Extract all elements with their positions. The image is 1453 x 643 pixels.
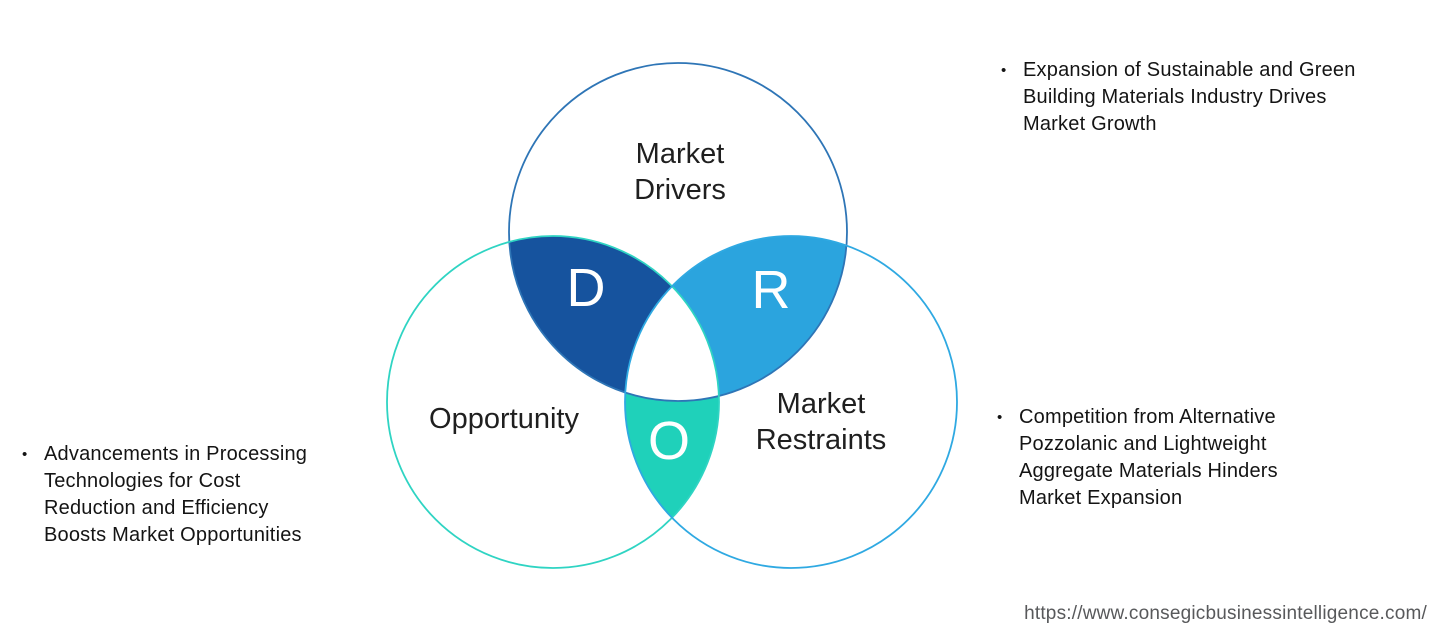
- drivers-opportunity-overlap: [509, 236, 719, 401]
- restraints-overlap-letter: R: [752, 260, 791, 320]
- drivers-circle-label: Market Drivers: [634, 138, 726, 206]
- bullet-dot-icon: •: [22, 446, 28, 463]
- drivers-bullet-item: • Expansion of Sustainable and Green Bui…: [999, 57, 1449, 138]
- drivers-circle-outline: [508, 62, 848, 402]
- opportunity-bullet-item: • Advancements in Processing Technologie…: [20, 441, 410, 549]
- restraints-bullet-item: • Competition from Alternative Pozzolani…: [995, 404, 1415, 512]
- drivers-overlap-letter: D: [567, 258, 606, 318]
- bullet-dot-icon: •: [1001, 62, 1007, 79]
- opportunity-bullet-text: Advancements in Processing Technologies …: [44, 443, 308, 546]
- restraints-circle-label: Market Restraints: [755, 388, 887, 456]
- opportunity-circle-outline: [386, 235, 720, 569]
- restraints-bullet-text: Competition from Alternative Pozzolanic …: [1019, 406, 1278, 509]
- opportunity-circle-label: Opportunity: [429, 403, 579, 435]
- venn-diagram: D R O: [386, 62, 958, 569]
- drivers-restraints-overlap: [625, 236, 847, 401]
- source-url: https://www.consegicbusinessintelligence…: [1024, 603, 1427, 624]
- bullet-dot-icon: •: [997, 409, 1003, 426]
- opportunity-overlap-letter: O: [648, 411, 690, 471]
- restraints-circle-outline: [624, 235, 958, 569]
- drivers-bullet-text: Expansion of Sustainable and Green Build…: [1023, 59, 1356, 135]
